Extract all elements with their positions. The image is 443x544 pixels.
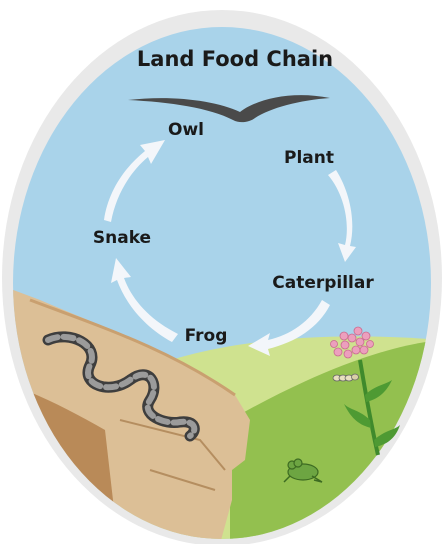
label-plant: Plant [284, 148, 334, 168]
label-owl: Owl [168, 120, 204, 140]
page-title: Land Food Chain [137, 47, 333, 71]
label-caterpillar: Caterpillar [272, 273, 374, 293]
label-snake: Snake [93, 228, 151, 248]
label-frog: Frog [185, 326, 228, 346]
